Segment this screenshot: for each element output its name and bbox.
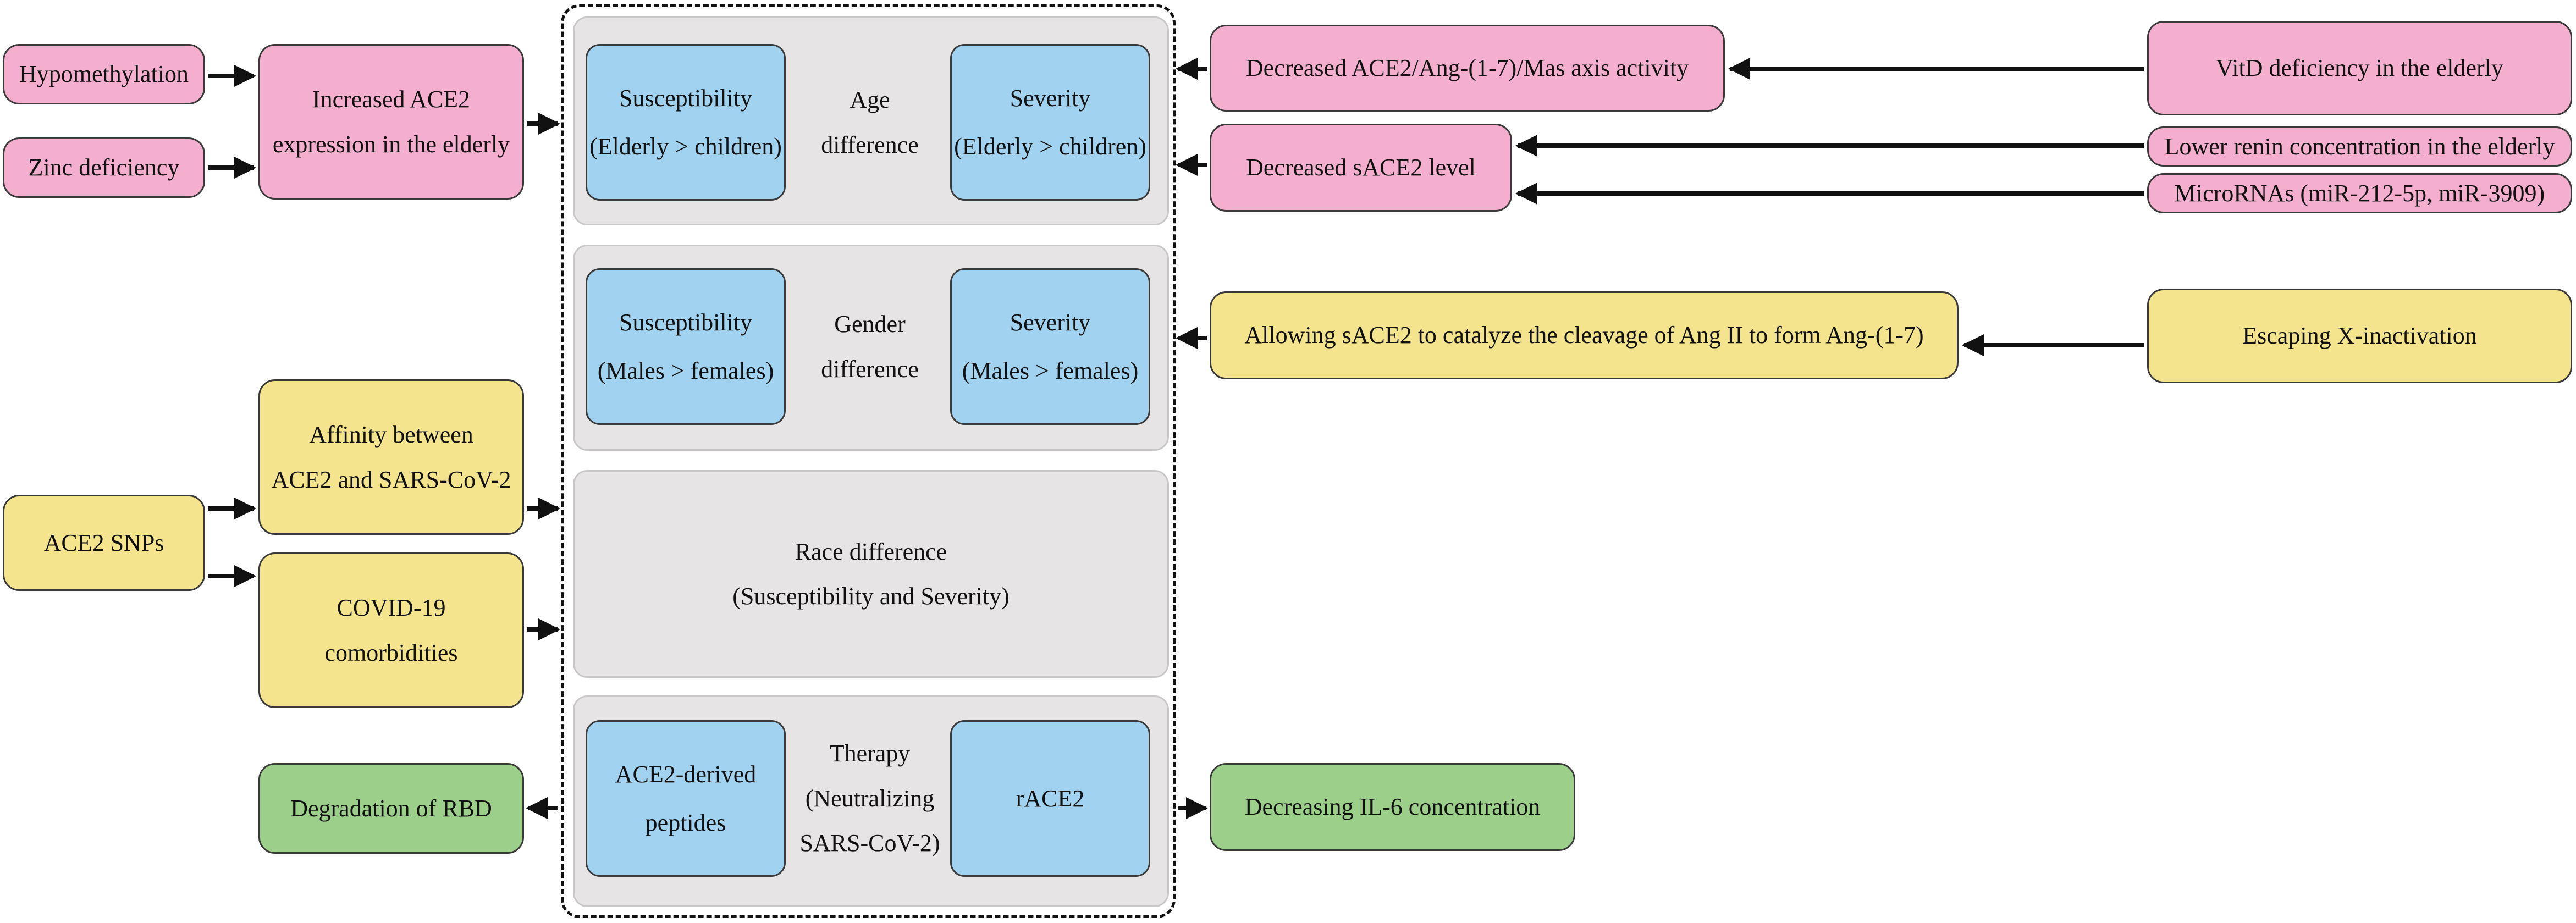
x-inactivation-label: Escaping X-inactivation — [2242, 322, 2477, 350]
age-severity-title: Severity — [1010, 84, 1091, 112]
gender-severity-box: Severity (Males > females) — [950, 268, 1150, 425]
age-difference-label: Age difference — [787, 44, 952, 201]
affinity-box: Affinity between ACE2 and SARS-CoV-2 — [258, 379, 524, 535]
peptides-line1: ACE2-derived — [615, 760, 757, 788]
race-difference-label: Race difference (Susceptibility and Seve… — [573, 470, 1169, 678]
age-severity-detail: (Elderly > children) — [954, 132, 1146, 160]
decreased-sace2-box: Decreased sACE2 level — [1210, 124, 1512, 212]
hypomethylation-box: Hypomethylation — [3, 44, 205, 104]
vitd-deficiency-label: VitD deficiency in the elderly — [2216, 54, 2503, 82]
gender-susceptibility-box: Susceptibility (Males > females) — [586, 268, 786, 425]
therapy-line1: Therapy — [829, 740, 911, 767]
ace2-snps-box: ACE2 SNPs — [3, 495, 205, 591]
zinc-deficiency-box: Zinc deficiency — [3, 137, 205, 198]
race-label-line2: (Susceptibility and Severity) — [732, 583, 1010, 610]
gender-severity-title: Severity — [1010, 308, 1091, 336]
increased-ace2-line2: expression in the elderly — [272, 130, 510, 158]
therapy-label: Therapy (Neutralizing SARS-CoV-2) — [787, 720, 952, 877]
gender-difference-label: Gender difference — [787, 268, 952, 425]
allowing-sace2-label: Allowing sACE2 to catalyze the cleavage … — [1244, 322, 1924, 349]
decreased-axis-box: Decreased ACE2/Ang-(1-7)/Mas axis activi… — [1210, 25, 1725, 112]
gender-susceptibility-title: Susceptibility — [619, 308, 752, 336]
degradation-rbd-label: Degradation of RBD — [290, 794, 492, 822]
comorbidities-line1: COVID-19 — [337, 594, 446, 622]
therapy-line2: (Neutralizing — [805, 784, 935, 812]
increased-ace2-line1: Increased ACE2 — [312, 86, 471, 113]
affinity-line1: Affinity between — [309, 421, 473, 449]
decreasing-il6-label: Decreasing IL-6 concentration — [1244, 793, 1541, 821]
therapy-line3: SARS-CoV-2) — [799, 830, 940, 857]
peptides-line2: peptides — [645, 809, 726, 836]
race-label-line1: Race difference — [795, 538, 947, 565]
race2-label: rACE2 — [1016, 784, 1085, 812]
age-susceptibility-box: Susceptibility (Elderly > children) — [586, 44, 786, 201]
affinity-line2: ACE2 and SARS-CoV-2 — [271, 466, 511, 493]
micrornas-box: MicroRNAs (miR-212-5p, miR-3909) — [2147, 173, 2572, 213]
zinc-deficiency-label: Zinc deficiency — [28, 154, 180, 181]
comorbidities-line2: comorbidities — [324, 639, 458, 666]
ace2-snps-label: ACE2 SNPs — [43, 529, 164, 556]
comorbidities-box: COVID-19 comorbidities — [258, 552, 524, 708]
decreased-axis-label: Decreased ACE2/Ang-(1-7)/Mas axis activi… — [1245, 54, 1689, 82]
ace2-derived-peptides-box: ACE2-derived peptides — [586, 720, 786, 877]
x-inactivation-box: Escaping X-inactivation — [2147, 289, 2572, 383]
degradation-rbd-box: Degradation of RBD — [258, 763, 524, 854]
increased-ace2-box: Increased ACE2 expression in the elderly — [258, 44, 524, 200]
decreased-sace2-label: Decreased sACE2 level — [1246, 154, 1476, 181]
decreasing-il6-box: Decreasing IL-6 concentration — [1210, 763, 1575, 851]
age-label-line1: Age — [850, 86, 890, 114]
age-susceptibility-detail: (Elderly > children) — [589, 132, 782, 160]
gender-label-line1: Gender — [834, 311, 906, 338]
micrornas-label: MicroRNAs (miR-212-5p, miR-3909) — [2174, 179, 2545, 207]
race-difference-panel — [573, 470, 1169, 678]
hypomethylation-label: Hypomethylation — [19, 60, 189, 88]
central-dashed-container — [561, 4, 1176, 918]
vitd-deficiency-box: VitD deficiency in the elderly — [2147, 21, 2572, 115]
gender-susceptibility-detail: (Males > females) — [597, 357, 774, 384]
gender-severity-detail: (Males > females) — [962, 357, 1139, 384]
gender-label-line2: difference — [821, 355, 919, 383]
lower-renin-box: Lower renin concentration in the elderly — [2147, 126, 2572, 167]
race2-box: rACE2 — [950, 720, 1150, 877]
age-severity-box: Severity (Elderly > children) — [950, 44, 1150, 201]
age-susceptibility-title: Susceptibility — [619, 84, 752, 112]
age-label-line2: difference — [821, 131, 919, 158]
allowing-sace2-box: Allowing sACE2 to catalyze the cleavage … — [1210, 291, 1959, 379]
lower-renin-label: Lower renin concentration in the elderly — [2164, 132, 2555, 160]
